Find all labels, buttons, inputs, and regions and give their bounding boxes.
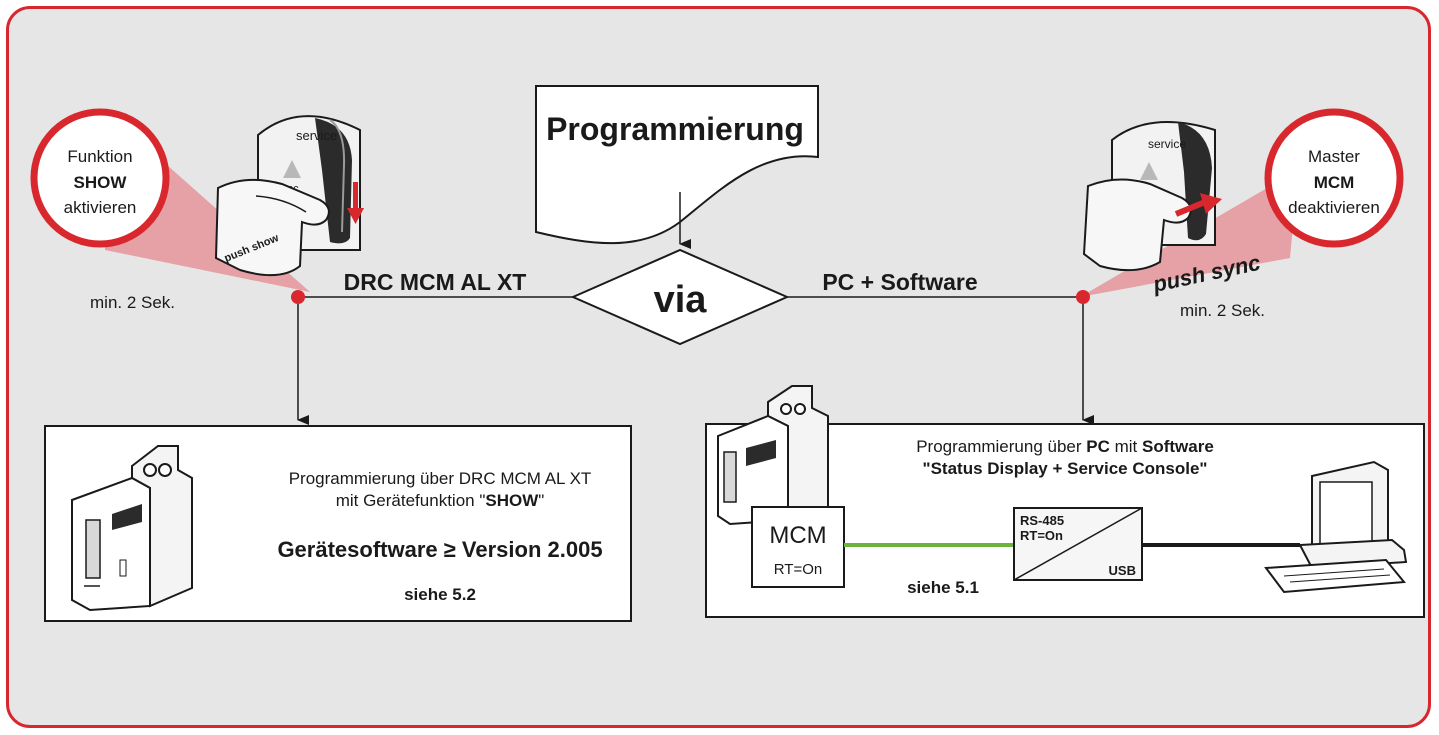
right-arrow-icon [1200, 193, 1222, 214]
left-junction-dot [291, 290, 305, 304]
service-label: service [296, 128, 337, 143]
down-arrow-icon [347, 208, 364, 224]
computer-icon [1264, 460, 1408, 594]
converter-usb: USB [1109, 563, 1136, 578]
right-junction-dot [1076, 290, 1090, 304]
rs485-usb-converter: RS-485 RT=On USB [1013, 507, 1143, 581]
mcm-box: MCM RT=On [751, 506, 845, 588]
left-box-ref: siehe 5.2 [404, 585, 476, 604]
left-callout-circle: Funktion SHOW aktivieren [30, 108, 170, 248]
service-label-right: service [1148, 137, 1186, 151]
right-box-line2: "Status Display + Service Console" [923, 459, 1208, 478]
din-rail-device-right [717, 385, 829, 526]
callout-show: SHOW [74, 173, 128, 192]
left-hold-time: min. 2 Sek. [90, 293, 175, 312]
right-box-line1: Programmierung über PC mit Software [916, 437, 1214, 456]
mcm-rt: RT=On [774, 561, 823, 578]
left-branch-label: DRC MCM AL XT [344, 269, 527, 295]
callout-funktion: Funktion [67, 147, 132, 166]
left-device-closeup: service sync push show [214, 115, 364, 277]
converter-rt: RT=On [1020, 528, 1063, 543]
converter-rs485: RS-485 [1020, 513, 1064, 528]
start-shape [535, 85, 819, 245]
right-hold-time: min. 2 Sek. [1180, 301, 1265, 320]
left-box-line2: mit Gerätefunktion "SHOW" [336, 491, 545, 510]
callout-mcm: MCM [1314, 173, 1355, 192]
callout-deaktivieren: deaktivieren [1288, 198, 1380, 217]
right-callout-circle: Master MCM deaktivieren [1264, 108, 1404, 248]
right-box-ref: siehe 5.1 [907, 578, 979, 597]
callout-aktivieren: aktivieren [64, 198, 137, 217]
right-branch-label: PC + Software [822, 269, 977, 295]
mcm-title: MCM [769, 522, 826, 549]
callout-master: Master [1308, 147, 1360, 166]
left-box-version: Gerätesoftware ≥ Version 2.005 [277, 537, 602, 562]
decision-label: via [654, 279, 708, 321]
left-box-line1: Programmierung über DRC MCM AL XT [289, 469, 592, 488]
start-title: Programmierung [546, 111, 804, 147]
din-rail-device-left [71, 445, 193, 612]
right-device-closeup: service sync [1082, 121, 1222, 272]
